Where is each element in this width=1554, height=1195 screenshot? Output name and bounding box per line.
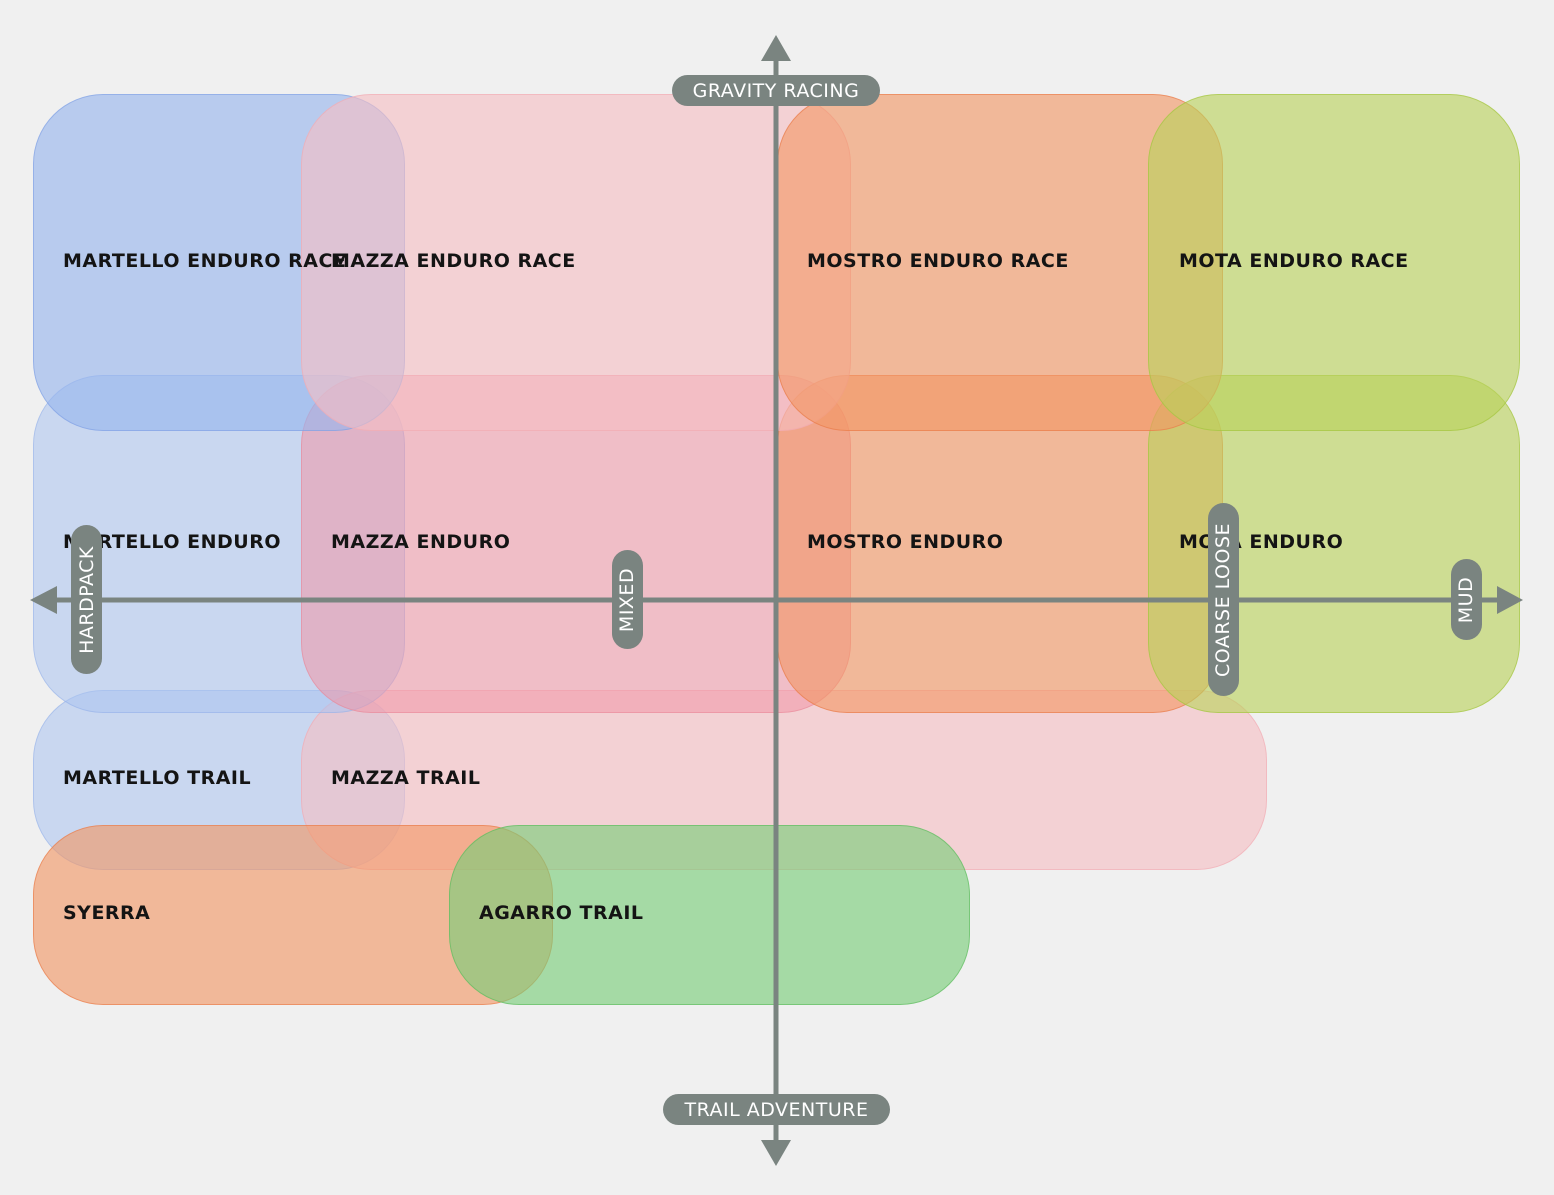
axis-label-hardpack-text: HARDPACK	[75, 545, 98, 654]
label-martello-enduro: MARTELLO ENDURO	[63, 531, 281, 553]
axis-label-trail-adventure-text: TRAIL ADVENTURE	[684, 1098, 869, 1121]
label-syerra: SYERRA	[63, 902, 151, 924]
axis-label-coarse-loose-text: COARSE LOOSE	[1212, 522, 1235, 677]
label-agarro-trail: AGARRO TRAIL	[479, 902, 644, 924]
axis-label-gravity-racing-text: GRAVITY RACING	[692, 79, 860, 102]
tyre-region-agarro-trail	[449, 825, 970, 1005]
arrow-down-icon	[761, 1140, 791, 1166]
axis-label-trail-adventure: TRAIL ADVENTURE	[663, 1094, 890, 1125]
axis-label-gravity-racing: GRAVITY RACING	[672, 75, 880, 106]
axis-label-mixed-text: MIXED	[616, 567, 639, 632]
tyre-region-mota-enduro-race	[1148, 94, 1520, 431]
tyre-region-mazza-enduro-race	[301, 94, 851, 431]
label-mazza-enduro: MAZZA ENDURO	[331, 531, 511, 553]
axis-label-mixed: MIXED	[612, 550, 643, 649]
tyre-region-mazza-enduro	[301, 375, 851, 713]
label-mazza-trail: MAZZA TRAIL	[331, 767, 481, 789]
axis-label-mud-text: MUD	[1455, 576, 1478, 623]
axis-label-mud: MUD	[1451, 559, 1482, 640]
label-mazza-enduro-race: MAZZA ENDURO RACE	[331, 250, 576, 272]
label-mota-enduro-race: MOTA ENDURO RACE	[1179, 250, 1409, 272]
axis-label-coarse-loose: COARSE LOOSE	[1208, 503, 1239, 696]
label-martello-enduro-race: MARTELLO ENDURO RACE	[63, 250, 347, 272]
arrow-right-icon	[1497, 586, 1523, 614]
arrow-left-icon	[30, 586, 57, 614]
label-mostro-enduro: MOSTRO ENDURO	[807, 531, 1004, 553]
label-mostro-enduro-race: MOSTRO ENDURO RACE	[807, 250, 1069, 272]
arrow-up-icon	[761, 35, 791, 61]
label-martello-trail: MARTELLO TRAIL	[63, 767, 252, 789]
axis-label-hardpack: HARDPACK	[71, 525, 102, 674]
